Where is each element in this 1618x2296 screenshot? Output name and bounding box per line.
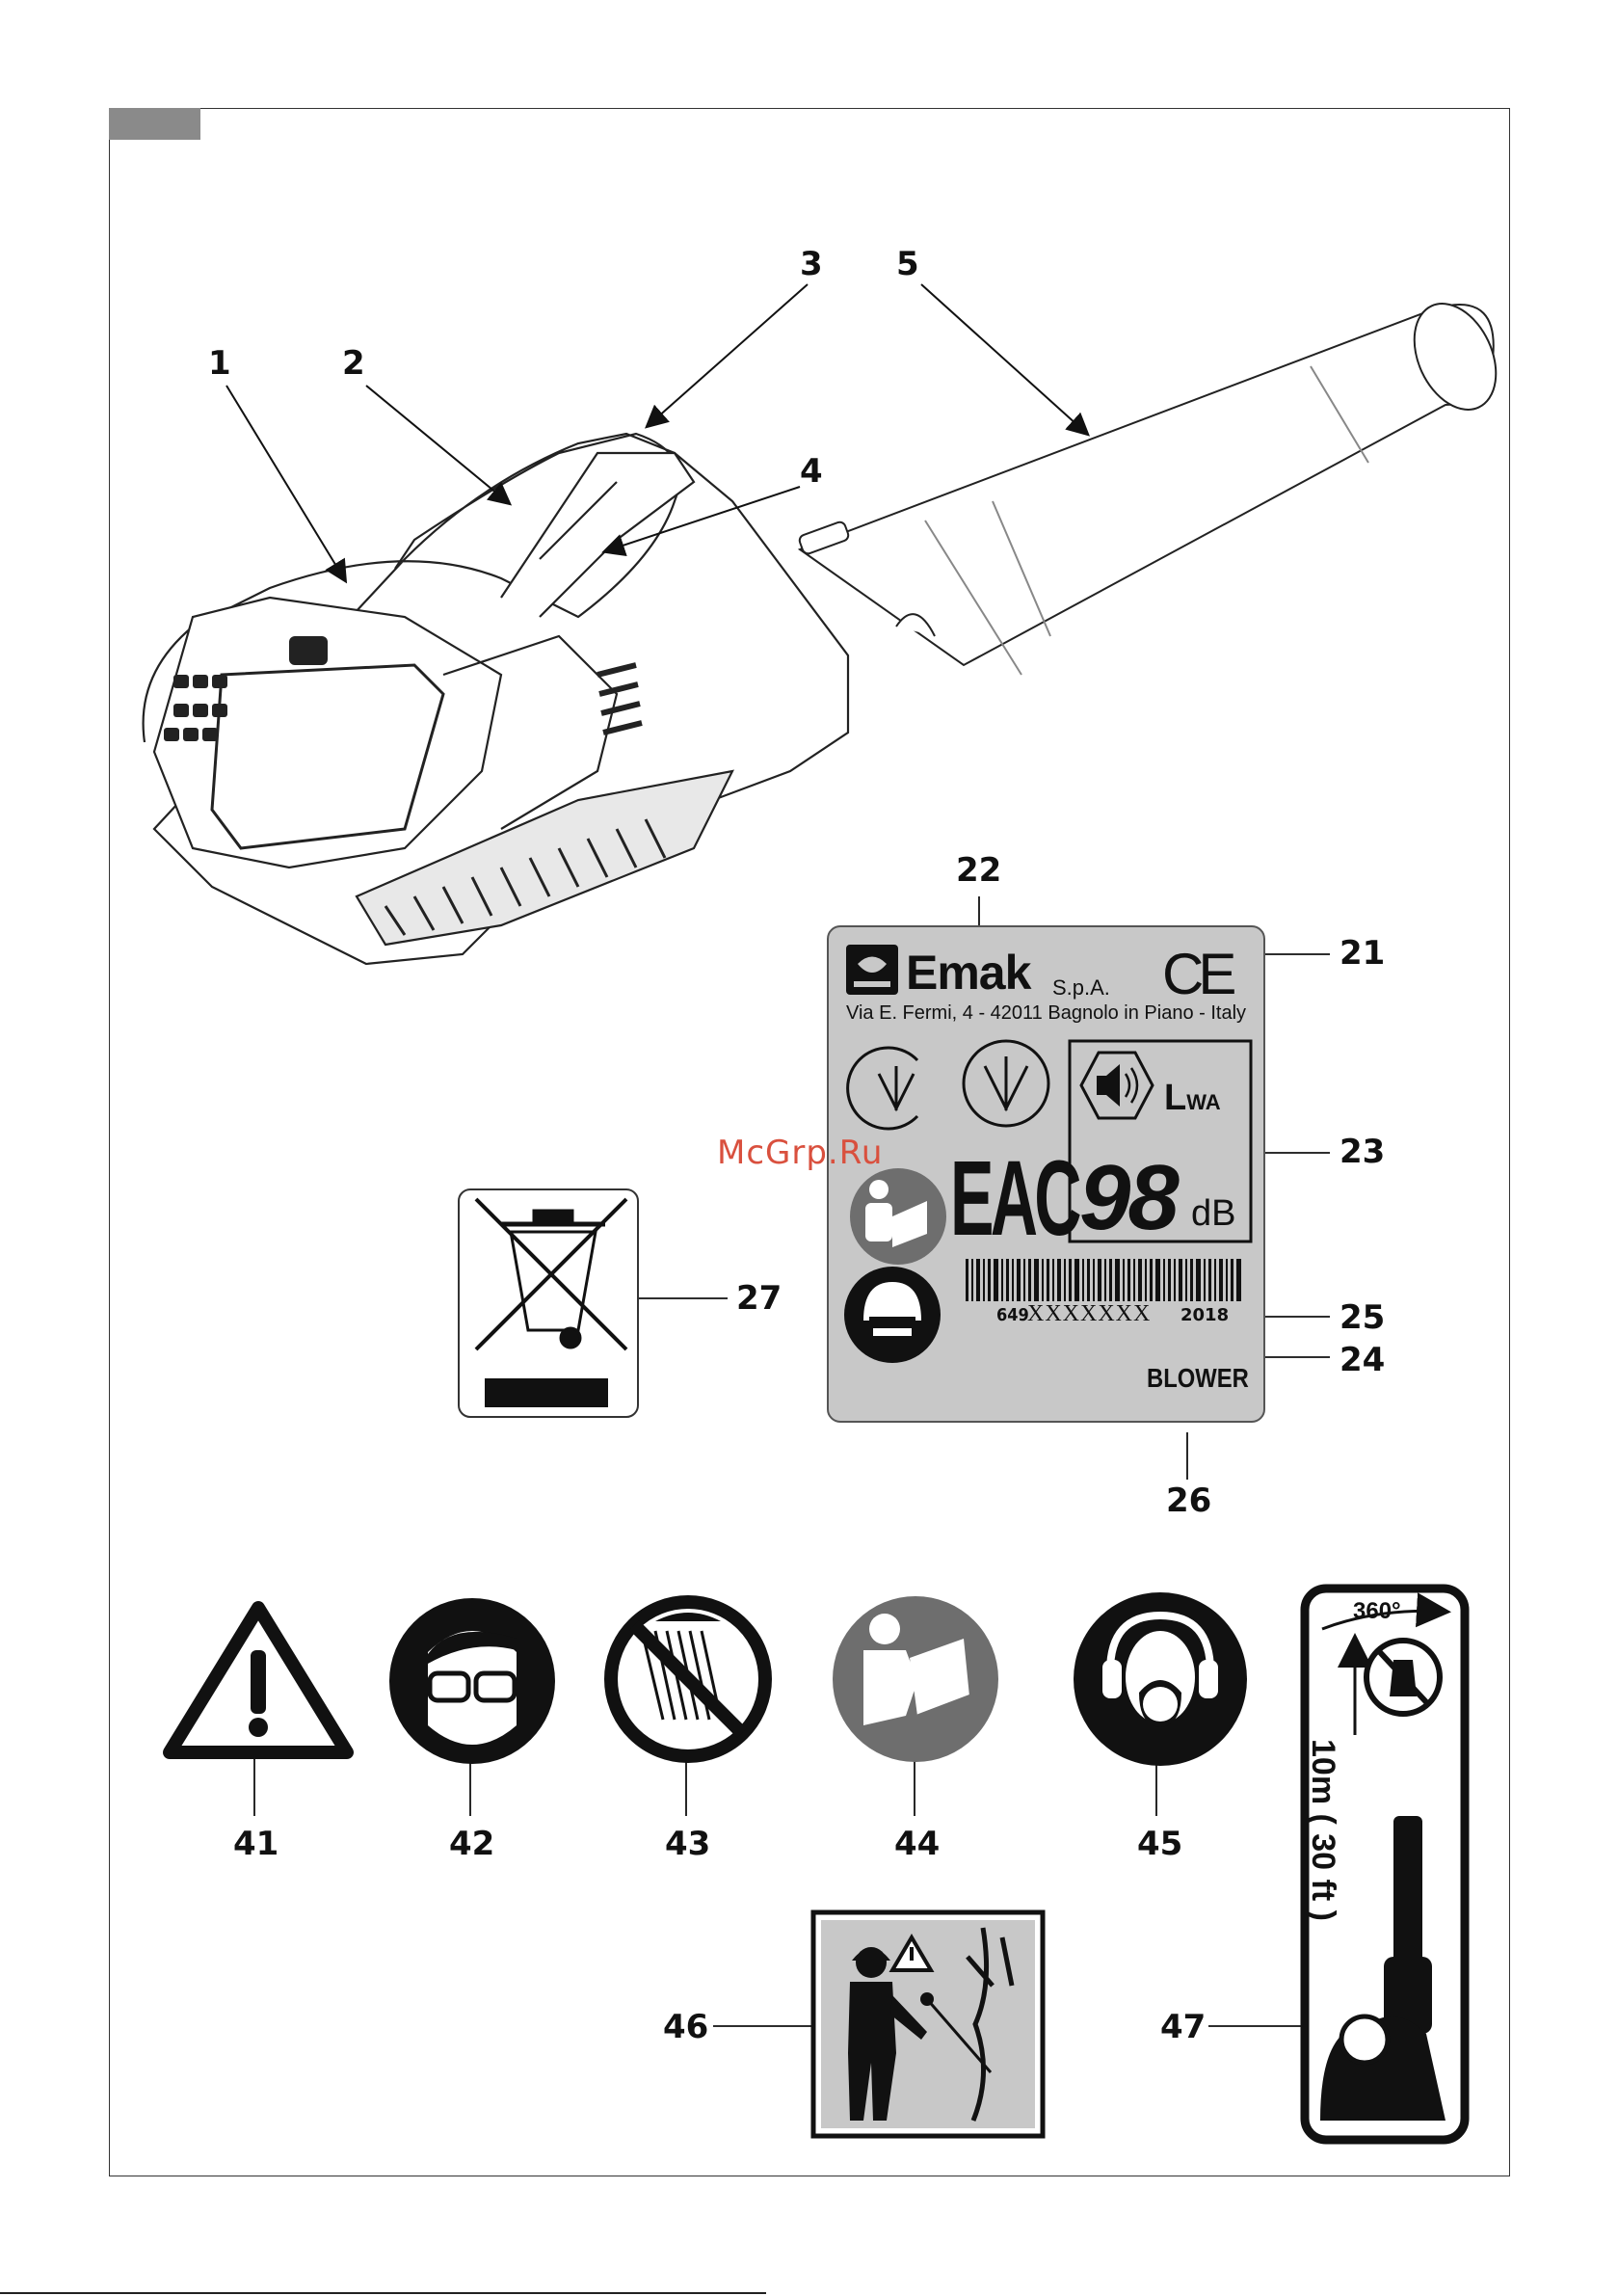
read-manual-icon — [833, 1596, 998, 1762]
ear-mask-protection-icon — [1074, 1592, 1247, 1766]
footer-rule — [0, 2292, 766, 2294]
watermark-text: McGrp.Ru — [717, 1134, 883, 1172]
safety-distance-label: 10m ( 30 ft ) — [1304, 1739, 1341, 1921]
rotation-angle-label: 360° — [1353, 1598, 1401, 1625]
eye-protection-icon — [389, 1598, 555, 1764]
bystander-hazard-icon — [813, 1912, 1043, 2136]
warning-triangle-icon — [170, 1608, 347, 1752]
no-rain-icon — [611, 1602, 765, 1756]
